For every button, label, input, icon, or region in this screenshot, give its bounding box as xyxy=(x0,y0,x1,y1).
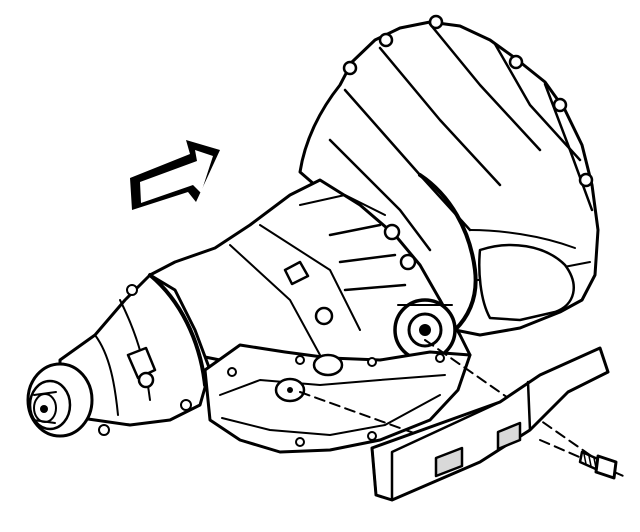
support-bracket xyxy=(370,346,610,502)
mounting-bolt xyxy=(578,450,618,480)
direction-arrow-icon xyxy=(130,140,220,210)
transmission-case xyxy=(148,178,472,387)
output-shaft xyxy=(26,362,94,438)
bell-housing xyxy=(298,14,600,337)
transmission-mount xyxy=(393,298,457,362)
oil-pan xyxy=(203,343,472,454)
